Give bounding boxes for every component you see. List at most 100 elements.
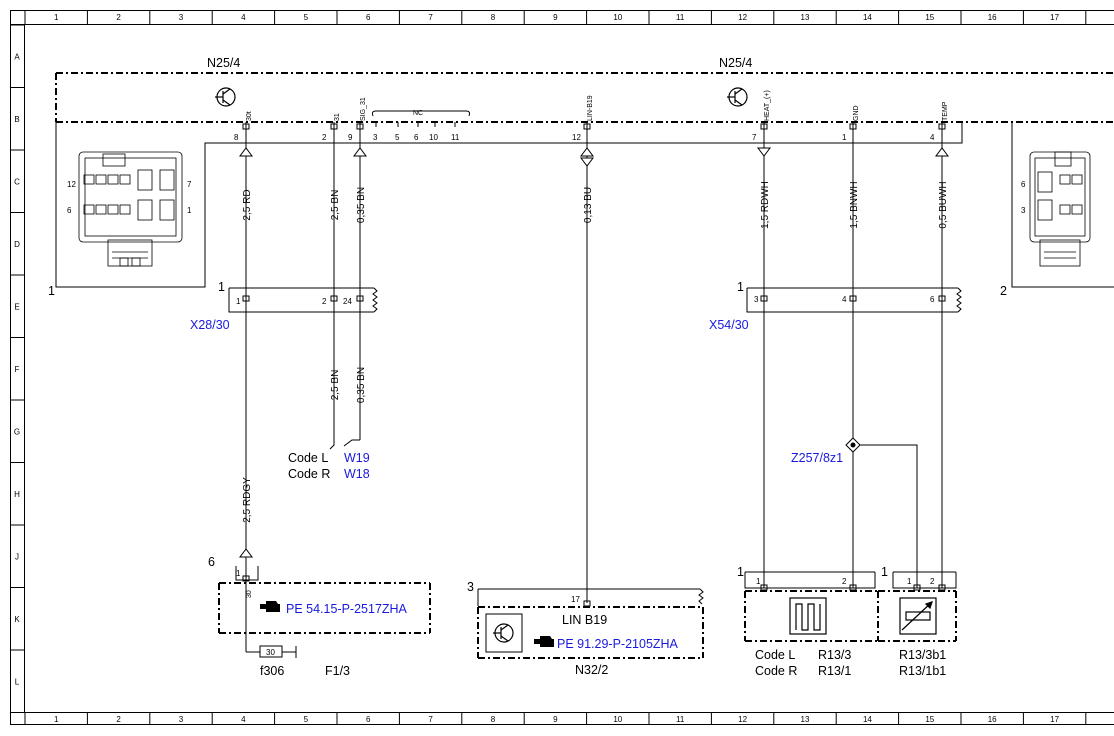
wire-label-bn: 2,5 BN [330,190,341,221]
wire-label-bn: 0,35 BN [356,367,367,403]
grid-column-label: 6 [366,715,371,724]
wire-label-bn: 2,5 BN [330,370,341,401]
code-r-label: Code R [288,467,330,481]
wire-label-rdwh: 1,5 RDWH [760,181,771,229]
code-r-label: Code R [755,664,797,678]
connector-x54-strip [746,287,962,313]
connector-corner-number: 1 [881,565,888,579]
pin-number: 1 [907,577,912,586]
pin-number: 6 [1021,180,1026,189]
pin-name-30: 30 [246,590,253,598]
wire-label-rdgy: 2,5 RDGY [242,477,253,523]
wires [245,130,943,603]
label-x54: X54/30 [709,318,749,332]
grid-column-label: 17 [1050,715,1059,724]
reference-hand-icon [534,636,554,647]
grid-column-label: 4 [241,13,246,22]
connector-x28-strip [228,287,378,313]
grid-column-label: 11 [676,13,685,22]
pin-number: 4 [842,295,847,304]
connector-corner-number: 6 [208,555,215,569]
grid-column-label: 11 [676,715,685,724]
ecu-pin-stubs [242,110,946,130]
label-r13-1b1: R13/1b1 [899,664,946,678]
connector-corner-number: 1 [737,565,744,579]
grid-column-label: 14 [863,13,872,22]
grid-column-label: 2 [116,13,121,22]
grid-row-label: B [14,115,19,124]
pin-number: 7 [187,180,192,189]
reference-hand-icon [260,601,280,612]
grid-row-label: H [14,490,20,499]
code-l-label: Code L [288,451,328,465]
pin-name-30t: 30t [246,111,253,121]
pin-number: 3 [754,295,759,304]
grid-column-label: 5 [304,715,309,724]
label-n32: N32/2 [575,663,608,677]
column-ticks: 1122334455667788991010111112121313141415… [24,10,1087,725]
grid-column-label: 13 [801,715,810,724]
pin-name-heat: HEAT_(+) [764,90,771,121]
pin-number: 1 [236,297,241,306]
wire-direction-arrows [239,147,949,558]
ecu-n25-left-housing [55,72,1114,288]
grid-column-label: 10 [613,13,622,22]
pin-number: 2 [322,133,327,142]
label-r13-3: R13/3 [818,648,851,662]
pin-name-31: 31 [334,113,341,121]
splice-z257 [845,437,861,453]
grid-column-label: 5 [304,13,309,22]
wire-label-bn: 0,35 BN [356,187,367,223]
box-number: 2 [1000,284,1007,298]
pin-number: 5 [395,133,400,142]
connector-corner-number: 1 [218,280,225,294]
label-r13-3b1: R13/3b1 [899,648,946,662]
pin-number: 12 [572,133,581,142]
pin-number: 10 [429,133,438,142]
wire-label-rd: 2,5 RD [242,189,253,220]
pin-number: 2 [322,297,327,306]
pin-number: 7 [752,133,757,142]
grid-column-label: 13 [801,13,810,22]
reference-pe-54[interactable]: PE 54.15-P-2517ZHA [286,602,408,616]
grid-column-label: 15 [925,13,934,22]
heater-element-icon [789,597,827,635]
grid-column-label: 10 [613,715,622,724]
pin-number: 2 [930,577,935,586]
label-r13-1: R13/1 [818,664,851,678]
label-n25-right: N25/4 [719,56,752,70]
grid-column-label: 2 [116,715,121,724]
fuse-rating: 30 [266,648,275,657]
reference-pe-91[interactable]: PE 91.29-P-2105ZHA [557,637,679,651]
pin-name-lin-b19: LIN-B19 [587,95,594,121]
grid-column-label: 1 [54,13,59,22]
grid-row-label: L [15,677,20,686]
connector-corner-number: 3 [467,580,474,594]
grid-column-label: 7 [428,715,433,724]
heater-r13 [744,571,879,642]
wire-label-bnwh: 1,5 BNWH [849,181,860,228]
grid-column-label: 3 [179,13,184,22]
grid-column-label: 8 [491,715,496,724]
grid-column-label: 9 [553,13,558,22]
fuse-box-f1 [218,566,431,658]
grid-column-label: 8 [491,13,496,22]
label-lin-b19: LIN B19 [562,613,607,627]
pin-name-temp: TEMP [942,101,949,121]
pin-name-gnd: GND [853,105,860,121]
label-f306: f306 [260,664,284,678]
pin-number: 6 [414,133,419,142]
pin-number: 1 [187,206,192,215]
pin-number: 1 [842,133,847,142]
pin-number: 4 [930,133,935,142]
transistor-icon [493,623,514,643]
temperature-sensor-icon [899,597,937,635]
grid-frame [10,10,1114,725]
grid-column-label: 6 [366,13,371,22]
grid-row-label: D [14,240,20,249]
pin-number: 2 [842,577,847,586]
pin-number: 3 [1021,206,1026,215]
pin-number: 1 [756,577,761,586]
pin-number: 12 [67,180,76,189]
